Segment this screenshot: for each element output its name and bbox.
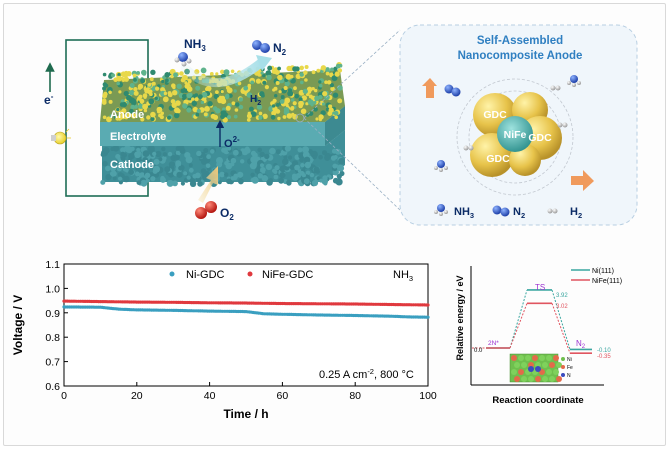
electrolyte-label: Electrolyte <box>110 131 166 143</box>
n2-label: N2 <box>273 41 287 57</box>
inset-title-line2: Nanocomposite Anode <box>458 50 583 62</box>
end-state-label: N2 <box>576 339 586 350</box>
x-tick-label: 0 <box>61 390 67 402</box>
data-point <box>426 303 430 307</box>
nanocomposite-inset: Self-Assembled Nanocomposite Anode GDC G… <box>399 24 638 226</box>
stability-xlabel: Time / h <box>223 407 268 421</box>
energy-profile-chart: Relative energy / eV Reaction coordinate… <box>455 266 622 406</box>
oxide-ion-label: O2- <box>224 135 240 150</box>
n-legend-label: N <box>567 373 571 379</box>
legend-label-ni111: Ni(111) <box>592 268 614 275</box>
inset-title-line1: Self-Assembled <box>477 35 563 47</box>
fe-legend-marker <box>561 365 565 369</box>
nh3-label: NH3 <box>184 37 206 53</box>
anode-label: Anode <box>110 109 144 121</box>
series-nife111 <box>486 302 592 354</box>
conditions-annotation: 0.25 A cm-2, 800 °C <box>319 367 414 381</box>
fuel-cell-schematic: e- Anode Electrolyte Cathode O2- O2 <box>44 37 345 222</box>
legend-label-nife111: NiFe(111) <box>592 278 622 285</box>
surface-structure-inset: Ni Fe N <box>509 353 573 383</box>
stability-legend: Ni-GDC NiFe-GDC <box>169 269 313 281</box>
y-tick-label: 0.7 <box>45 357 60 369</box>
ni-legend-marker <box>561 357 565 361</box>
zero-energy-label: 0.0 <box>474 348 483 354</box>
legend-h2: H2 <box>570 206 582 220</box>
cathode-particles <box>100 144 345 187</box>
oxygen-feed-arrow <box>198 166 218 203</box>
nife-end-value: -0.35 <box>597 354 611 360</box>
gdc-label-top: GDC <box>483 109 507 121</box>
ni-end-value: -0.10 <box>597 348 611 354</box>
o2-molecule-icon <box>195 201 217 219</box>
series-nife-gdc <box>62 299 430 307</box>
nife-ts-value: 3.02 <box>556 304 568 310</box>
y-tick-label: 1.1 <box>45 259 60 271</box>
legend-label-ni-gdc: Ni-GDC <box>186 269 225 281</box>
legend-nh3: NH3 <box>454 206 474 220</box>
x-tick-label: 100 <box>419 390 437 402</box>
zoom-line-top <box>303 29 401 119</box>
h2-molecule-icon <box>547 208 558 214</box>
data-point <box>426 315 430 319</box>
energy-connector <box>551 303 571 354</box>
light-bulb-icon <box>51 128 71 145</box>
nh3-molecule-icon <box>434 160 448 172</box>
electron-label: e- <box>44 92 54 107</box>
n2-molecule-icon <box>492 205 510 217</box>
y-tick-label: 1.0 <box>45 283 60 295</box>
fuel-annotation: NH3 <box>393 269 413 283</box>
n-legend-marker <box>561 373 565 377</box>
stability-ticks: 0 20 40 60 80 100 0.6 0.7 0.8 0.9 1.0 1.1 <box>45 259 437 402</box>
upward-flow-arrow <box>422 78 437 98</box>
stability-ylabel: Voltage / V <box>11 295 25 355</box>
h2-molecule-icon <box>557 122 568 128</box>
legend-label-nife-gdc: NiFe-GDC <box>262 269 313 281</box>
nh3-molecule-icon <box>434 204 448 216</box>
legend-marker-ni-gdc <box>169 271 175 277</box>
y-tick-label: 0.6 <box>45 381 60 393</box>
energy-ylabel: Relative energy / eV <box>455 275 465 360</box>
x-tick-label: 40 <box>204 390 216 402</box>
y-tick-label: 0.9 <box>45 308 60 320</box>
start-state-label: 2N* <box>488 340 499 347</box>
fe-legend-label: Fe <box>567 365 573 371</box>
gdc-label-bottom: GDC <box>486 153 510 165</box>
energy-xlabel: Reaction coordinate <box>492 395 583 406</box>
legend-n2: N2 <box>513 206 525 220</box>
stability-series <box>62 299 430 319</box>
stability-plot-area <box>63 263 429 387</box>
nh3-molecule-icon <box>174 52 192 67</box>
series-ni-gdc <box>62 305 430 319</box>
energy-series <box>472 289 592 354</box>
x-tick-label: 80 <box>349 390 361 402</box>
nh3-molecule-icon <box>567 75 581 87</box>
h2-molecule-icon <box>463 145 474 151</box>
n2-molecule-icon <box>252 40 270 53</box>
nife-label: NiFe <box>504 129 527 141</box>
ni-legend-label: Ni <box>567 357 572 363</box>
energy-legend: Ni(111) NiFe(111) <box>571 268 622 285</box>
o2-label: O2 <box>220 206 234 222</box>
h2-label: H2 <box>250 94 261 107</box>
h2-molecule-icon <box>550 85 561 91</box>
cathode-label: Cathode <box>110 159 154 171</box>
inset-legend: NH3 N2 H2 <box>434 204 582 220</box>
gdc-nife-particle: GDC GDC GDC NiFe <box>470 92 562 177</box>
legend-marker-nife-gdc <box>247 271 253 277</box>
energy-connector <box>509 303 528 349</box>
n2-molecule-icon <box>444 84 461 97</box>
gdc-label-right: GDC <box>528 132 552 144</box>
ni-ts-value: 3.92 <box>556 293 568 299</box>
y-tick-label: 0.8 <box>45 332 60 344</box>
ts-label: TS <box>535 283 545 292</box>
x-tick-label: 20 <box>131 390 143 402</box>
x-tick-label: 60 <box>277 390 289 402</box>
zoom-line-bottom <box>303 117 401 211</box>
energy-connector <box>509 289 528 349</box>
ammonia-flow-arrow <box>180 57 267 87</box>
outward-flow-arrow <box>571 170 594 191</box>
